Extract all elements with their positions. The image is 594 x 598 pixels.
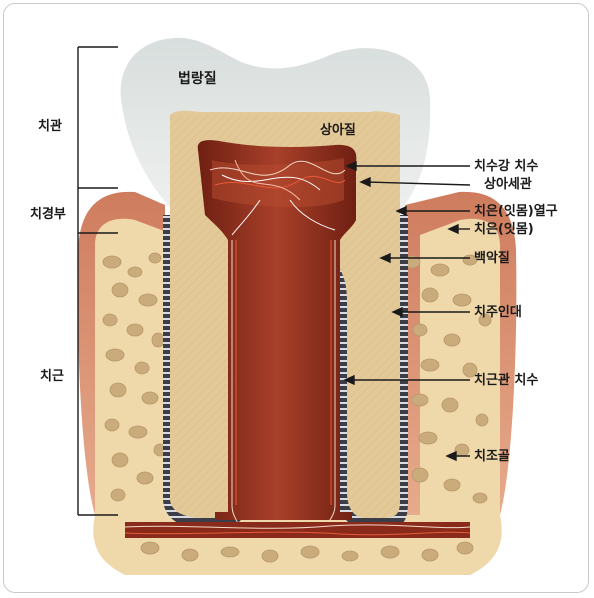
label-root: 치근	[40, 370, 64, 383]
label-alveolar-bone: 치조골	[474, 450, 510, 463]
label-dentinal-tubules: 상아세관	[484, 178, 532, 191]
label-gingival-sulcus: 치은(잇몸)열구	[474, 205, 558, 218]
label-enamel: 법랑질	[178, 72, 217, 86]
label-gingiva: 치은(잇몸)	[474, 223, 534, 236]
label-cementum: 백악질	[474, 252, 510, 265]
label-dentin: 상아질	[320, 124, 356, 137]
label-root-canal-pulp: 치근관 치수	[474, 374, 538, 387]
label-neck: 치경부	[30, 208, 66, 221]
label-pulp-chamber: 치수강 치수	[474, 160, 538, 173]
base-vessel	[125, 522, 470, 538]
label-crown: 치관	[38, 120, 62, 133]
label-periodontal-ligament: 치주인대	[474, 306, 522, 319]
